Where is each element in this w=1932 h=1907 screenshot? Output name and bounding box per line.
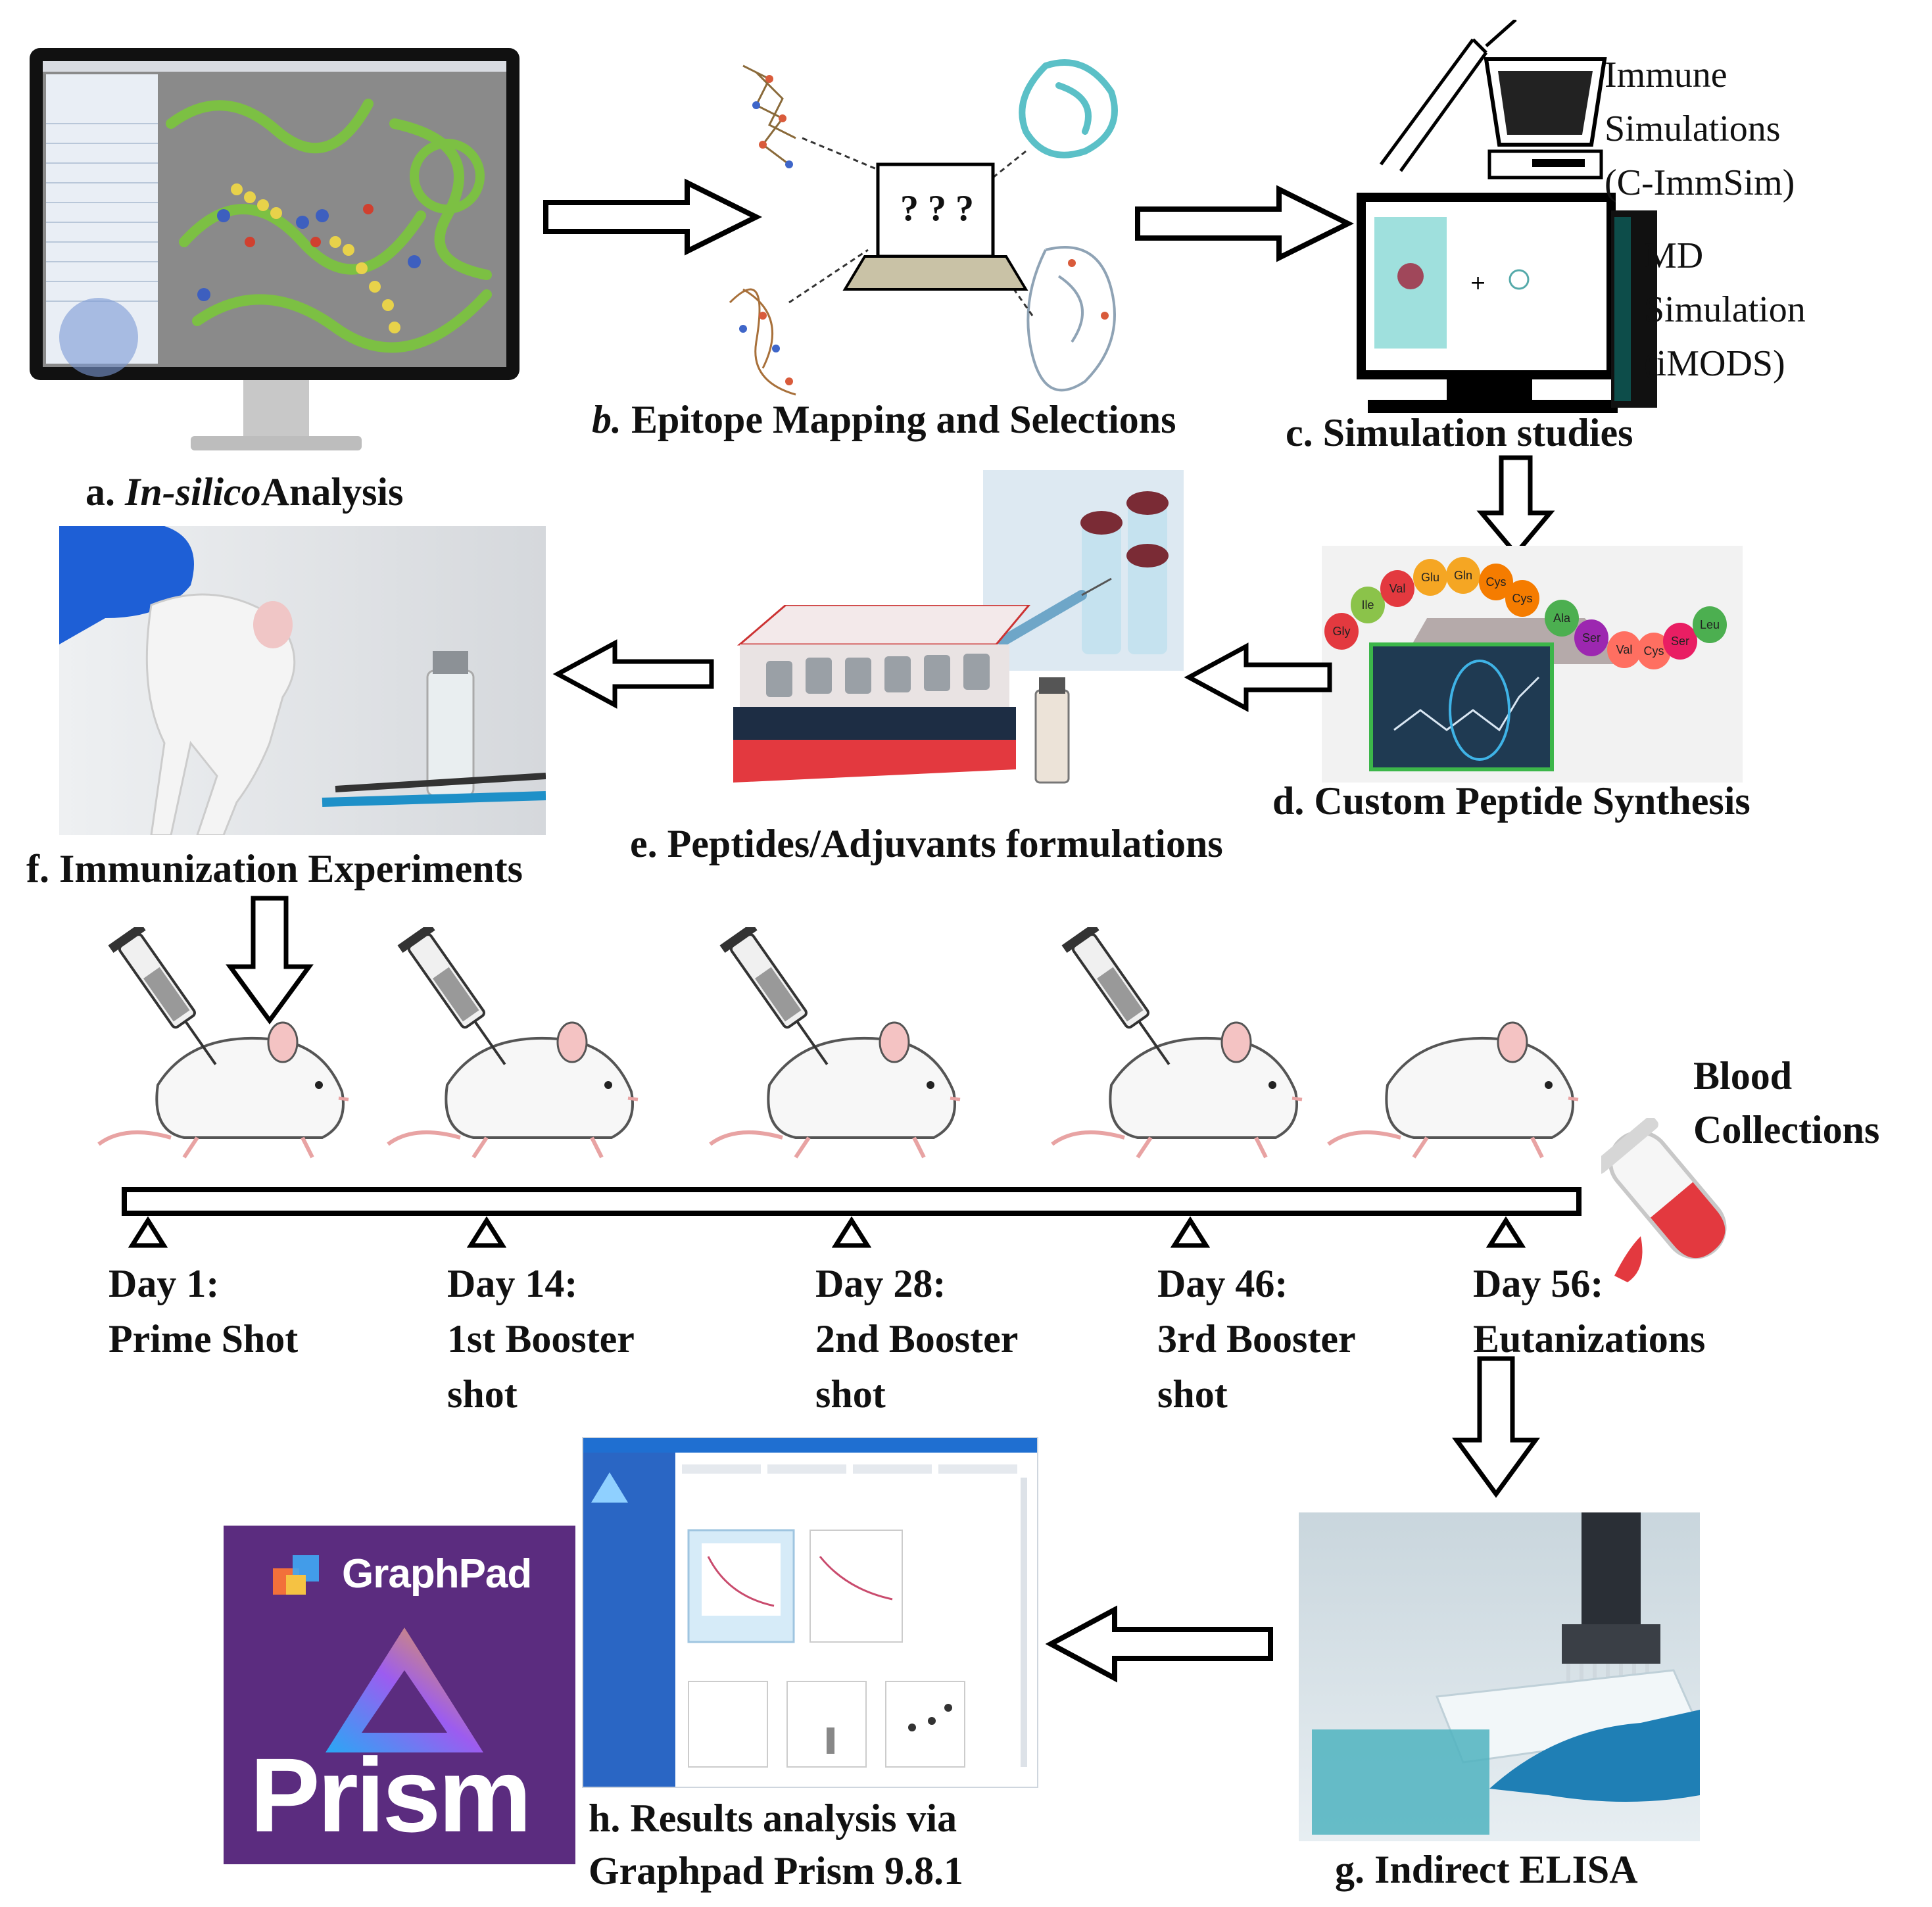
- timeline-label: Day 1:Prime Shot: [109, 1262, 299, 1361]
- simulation-illustration: +: [1355, 20, 1670, 414]
- step-h-label: h. Results analysis via Graphpad Prism 9…: [589, 1797, 964, 1893]
- immune-simulation-label: Immune Simulations (C-ImmSim): [1605, 55, 1795, 203]
- peptide-bead: Ala: [1545, 600, 1579, 637]
- arrow-d-to-e: [1184, 642, 1332, 712]
- timeline-marker-icon: [832, 1217, 871, 1248]
- elisa-photo: [1299, 1512, 1700, 1841]
- step-d-label: d. Custom Peptide Synthesis: [1272, 779, 1751, 823]
- prism-logo-tile: GraphPad Prism: [224, 1526, 575, 1864]
- timeline-marker-icon: [1171, 1217, 1210, 1248]
- mouse-icon: [709, 927, 961, 1159]
- arrow-elisa-to-prism: [1046, 1605, 1273, 1683]
- blood-collection-label: Blood Collections: [1693, 1054, 1880, 1151]
- timeline-bar: [122, 1187, 1582, 1216]
- arrow-b-to-c: [1135, 185, 1355, 262]
- arrow-c-to-d: [1476, 455, 1555, 558]
- timeline-label: Day 56:Eutanizations: [1473, 1262, 1706, 1361]
- step-b-label: b. Epitope Mapping and Selections: [592, 398, 1176, 441]
- timeline-marker-icon: [467, 1217, 506, 1248]
- peptide-bead: Cys: [1505, 580, 1539, 617]
- step-f-label: f. Immunization Experiments: [26, 847, 523, 890]
- peptide-bead: Gln: [1446, 557, 1480, 594]
- mouse-immunization-photo: [59, 526, 546, 835]
- timeline-marker-icon: [1486, 1217, 1526, 1248]
- step-e-label: e. Peptides/Adjuvants formulations: [630, 822, 1223, 865]
- prism-triangle-icon: [326, 1628, 483, 1752]
- in-silico-monitor: [26, 45, 526, 466]
- peptide-bead: Cys: [1637, 633, 1671, 669]
- peptide-bead: Gly: [1324, 613, 1359, 650]
- mouse-icon: [1327, 1021, 1579, 1159]
- mouse-icon: [387, 927, 639, 1159]
- step-a-label: a. In-silicoAnalysis: [85, 470, 404, 514]
- mouse-icon: [1051, 927, 1303, 1159]
- graphpad-brand-text: GraphPad: [342, 1551, 532, 1597]
- epitope-mapping-illustration: ? ? ?: [717, 39, 1138, 408]
- arrow-timeline-to-elisa: [1452, 1356, 1540, 1498]
- arrow-a-to-b: [543, 178, 763, 256]
- svg-text:+: +: [1470, 272, 1486, 295]
- md-simulation-label: MD Simulation (iMODS): [1644, 235, 1806, 384]
- prism-product-text: Prism: [250, 1736, 532, 1854]
- step-c-label: c. Simulation studies: [1286, 411, 1633, 454]
- step-g-label: g. Indirect ELISA: [1335, 1848, 1638, 1891]
- arrow-f-to-timeline: [226, 896, 314, 1025]
- arrow-e-to-f: [552, 639, 714, 709]
- laptop-question-marks: ? ? ?: [900, 188, 974, 229]
- vial-syringe-photo: [983, 470, 1184, 671]
- peptide-bead: Glu: [1413, 559, 1447, 596]
- peptide-bead: Ser: [1663, 623, 1697, 660]
- peptide-bead: Ser: [1574, 619, 1608, 656]
- timeline-marker-icon: [128, 1217, 168, 1248]
- in-silico-term: In-silico: [125, 470, 261, 514]
- blood-tube-icon: [1601, 1118, 1727, 1282]
- peptide-bead: Ile: [1351, 587, 1385, 623]
- peptide-bead: Val: [1380, 570, 1414, 607]
- prism-software-screenshot: [582, 1437, 1038, 1788]
- peptide-bead: Leu: [1693, 606, 1727, 643]
- peptide-bead: Val: [1607, 631, 1641, 668]
- peptide-kit-box: [720, 605, 1088, 802]
